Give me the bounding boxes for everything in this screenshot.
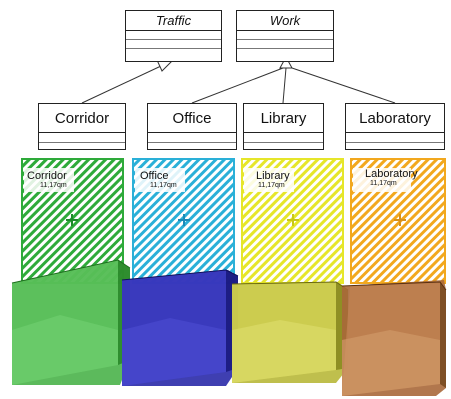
- operations-section: [346, 143, 444, 152]
- library-to-work-line: [282, 67, 287, 104]
- room-label-corridor: Corridor: [27, 170, 67, 182]
- operations-section: [39, 143, 125, 152]
- library-label-bg: [244, 168, 294, 192]
- room-label-laboratory: Laboratory: [365, 168, 418, 180]
- class-name: Laboratory: [346, 104, 444, 133]
- room-area-office: 11,17qm: [150, 182, 177, 189]
- room-label-library: Library: [256, 170, 290, 182]
- class-name: Library: [244, 104, 323, 133]
- corridor-label-bg: [24, 168, 74, 192]
- operations-section: [148, 143, 236, 152]
- attributes-section: [237, 40, 333, 49]
- operations-section: [244, 143, 323, 152]
- attributes-section: [39, 133, 125, 143]
- attributes-section: [148, 133, 236, 143]
- attributes-section: [126, 31, 221, 40]
- operations-section: [237, 49, 333, 57]
- class-name: Work: [237, 11, 333, 31]
- class-laboratory: Laboratory: [345, 103, 445, 150]
- volume-corridor: [11, 259, 131, 385]
- operations-section: [126, 49, 221, 57]
- office-to-work-line: [191, 67, 284, 104]
- class-name: Traffic: [126, 11, 221, 31]
- room-label-office: Office: [140, 170, 169, 182]
- laboratory-center-marker: [394, 214, 406, 226]
- library-center-marker: [287, 214, 299, 226]
- class-work: Work: [236, 10, 334, 62]
- class-name: Corridor: [39, 104, 125, 133]
- office-label-bg: [135, 168, 185, 192]
- corridor-to-traffic-line: [81, 65, 162, 104]
- work-generalization-arrowhead: [279, 55, 293, 69]
- room-area-library: 11,17qm: [258, 182, 285, 189]
- class-name: Office: [148, 104, 236, 133]
- office-center-marker: [178, 214, 190, 226]
- floor-plan: [21, 158, 446, 284]
- volume-office: [121, 269, 239, 386]
- room-volumes: [11, 259, 447, 396]
- class-traffic: Traffic: [125, 10, 222, 62]
- attributes-section: [126, 40, 221, 49]
- class-corridor: Corridor: [38, 103, 126, 150]
- class-office: Office: [147, 103, 237, 150]
- volume-laboratory: [341, 280, 447, 396]
- attributes-section: [237, 31, 333, 40]
- laboratory-label-bg: [353, 168, 411, 192]
- volume-library: [231, 281, 349, 383]
- room-area-corridor: 11,17qm: [40, 182, 67, 189]
- room-area-laboratory: 11,17qm: [370, 180, 397, 187]
- inheritance-arrows: [81, 65, 396, 104]
- attributes-section: [346, 133, 444, 143]
- attributes-section: [244, 133, 323, 143]
- corridor-center-marker: [66, 214, 78, 226]
- laboratory-to-work-line: [291, 67, 396, 104]
- class-library: Library: [243, 103, 324, 150]
